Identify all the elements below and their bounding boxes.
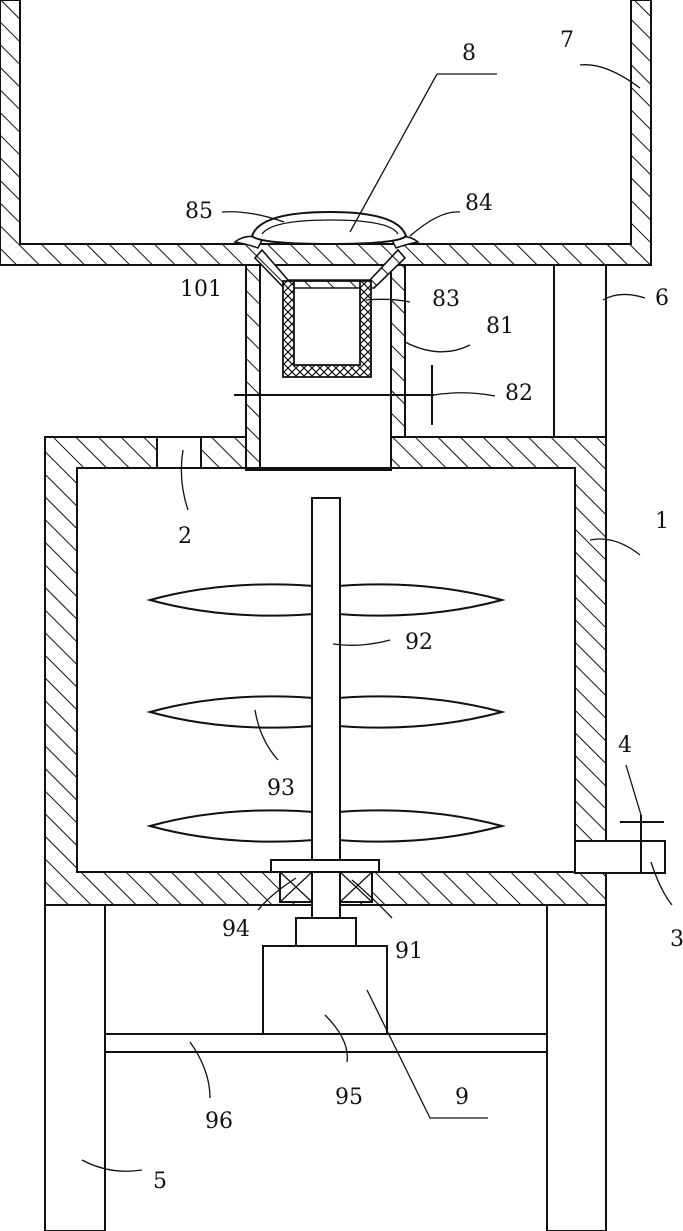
label-91: 91	[395, 939, 423, 964]
label-9: 9	[455, 1085, 469, 1110]
label-8: 8	[462, 41, 476, 66]
motor	[263, 918, 387, 1034]
label-101: 101	[180, 277, 222, 302]
label-2: 2	[178, 524, 192, 549]
label-81: 81	[486, 314, 514, 339]
label-95: 95	[335, 1085, 363, 1110]
label-82: 82	[505, 381, 533, 406]
label-3: 3	[670, 927, 683, 952]
label-6: 6	[655, 286, 669, 311]
label-93: 93	[267, 776, 295, 801]
label-92: 92	[405, 630, 433, 655]
label-94: 94	[222, 917, 250, 942]
filter-basket	[283, 281, 371, 377]
label-96: 96	[205, 1109, 233, 1134]
label-84: 84	[465, 191, 493, 216]
label-83: 83	[432, 287, 460, 312]
support-column	[554, 265, 606, 438]
label-5: 5	[153, 1169, 167, 1194]
funnel-lid	[252, 212, 406, 244]
stirrer	[150, 498, 502, 918]
label-4: 4	[618, 733, 632, 758]
stirring-shaft	[312, 498, 340, 918]
label-7: 7	[560, 28, 574, 53]
label-1: 1	[655, 509, 669, 534]
label-85: 85	[185, 199, 213, 224]
